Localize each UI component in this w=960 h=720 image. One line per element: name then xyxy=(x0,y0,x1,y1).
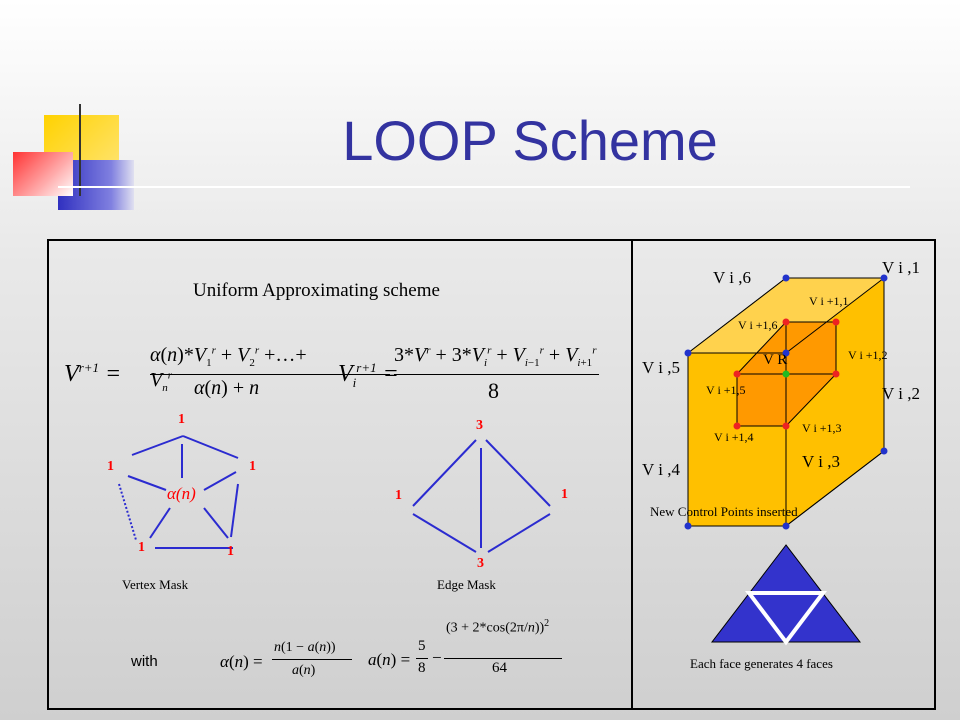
cube-label-vi4: V i ,4 xyxy=(642,460,680,479)
edge-mask-line xyxy=(412,439,477,507)
cube-label-vi1-2: V i +1,2 xyxy=(848,348,888,362)
new-point xyxy=(782,422,790,430)
slide-title: LOOP Scheme xyxy=(342,109,718,172)
edge-mask-caption: Edge Mask xyxy=(437,577,496,592)
cube-edge xyxy=(687,277,787,354)
deco-vertical-line xyxy=(79,104,81,196)
vertex-point xyxy=(684,522,692,530)
cube-label-vi1-4: V i +1,4 xyxy=(714,430,754,444)
vertex-weight: 1 xyxy=(107,459,114,474)
faces-caption: Each face generates 4 faces xyxy=(690,656,833,671)
center-point xyxy=(782,370,790,378)
a-formula: a(n) = 5 8 − (3 + 2*cos(2π/n))2 64 xyxy=(368,610,568,682)
vertex-formula: Vr+1 = α(n)*V1r + V2r +…+ Vnr α(n) + n xyxy=(64,340,390,408)
panel-divider xyxy=(631,239,633,710)
edge-weight: 3 xyxy=(476,418,483,433)
vertex-weight: 1 xyxy=(138,540,145,555)
vertex-point xyxy=(782,274,790,282)
mask-edge xyxy=(131,435,184,456)
vertex-point xyxy=(880,274,888,282)
cube-label-vi5: V i ,5 xyxy=(642,358,680,377)
vertex-weight: 1 xyxy=(249,459,256,474)
deco-red-block xyxy=(13,152,73,196)
scheme-heading: Uniform Approximating scheme xyxy=(193,280,440,301)
new-point xyxy=(832,318,840,326)
vertex-point xyxy=(782,522,790,530)
vertex-point xyxy=(880,447,888,455)
title-underline xyxy=(58,186,910,188)
edge-weight: 1 xyxy=(395,488,402,503)
content-panel xyxy=(47,239,936,710)
mask-dotted-edge xyxy=(118,483,137,541)
mask-spoke xyxy=(203,507,229,539)
cube-label-vi1-3: V i +1,3 xyxy=(802,421,842,435)
alpha-formula: α(n) = n(1 − a(n)) a(n) xyxy=(220,640,352,686)
new-points-caption: New Control Points inserted xyxy=(650,504,798,519)
edge-mask-line xyxy=(485,439,551,507)
new-point xyxy=(832,370,840,378)
cube-label-vr: V R xyxy=(763,352,788,368)
vertex-weight: 1 xyxy=(178,412,185,427)
vertex-mask-caption: Vertex Mask xyxy=(122,577,189,592)
vertex-point xyxy=(782,349,790,357)
cube-label-vi1-5: V i +1,5 xyxy=(706,383,746,397)
mask-edge xyxy=(182,435,239,459)
mask-spoke xyxy=(203,471,237,491)
new-point xyxy=(733,422,741,430)
cube-edge xyxy=(785,450,885,527)
cube-label-vi3: V i ,3 xyxy=(802,452,840,471)
vertex-center-label: α(n) xyxy=(167,484,196,503)
cube-label-vi1: V i ,1 xyxy=(882,258,920,277)
edge-mask-line xyxy=(412,513,477,553)
edge-formula: Vir+1 = 3*Vr + 3*Vir + Vi−1r + Vi+1r 8 xyxy=(338,340,608,408)
cube-label-vi2: V i ,2 xyxy=(882,384,920,403)
vertex-weight: 1 xyxy=(227,544,234,559)
cube-label-vi1-1: V i +1,1 xyxy=(809,294,849,308)
edge-mask-line xyxy=(487,513,551,553)
inner-triangle xyxy=(744,591,828,646)
inner-edge xyxy=(785,373,837,427)
cube-label-vi6: V i ,6 xyxy=(713,268,751,287)
cube-edge xyxy=(785,277,885,354)
vertex-point xyxy=(684,349,692,357)
cube-label-vi1-6: V i +1,6 xyxy=(738,318,778,332)
with-label: with xyxy=(131,653,158,670)
mask-edge xyxy=(230,483,239,538)
edge-weight: 1 xyxy=(561,487,568,502)
mask-spoke xyxy=(127,475,167,491)
inner-edge xyxy=(736,321,787,375)
new-point xyxy=(733,370,741,378)
mask-spoke xyxy=(149,507,171,539)
cube-top-face xyxy=(688,278,884,353)
edge-weight: 3 xyxy=(477,556,484,571)
new-point xyxy=(782,318,790,326)
